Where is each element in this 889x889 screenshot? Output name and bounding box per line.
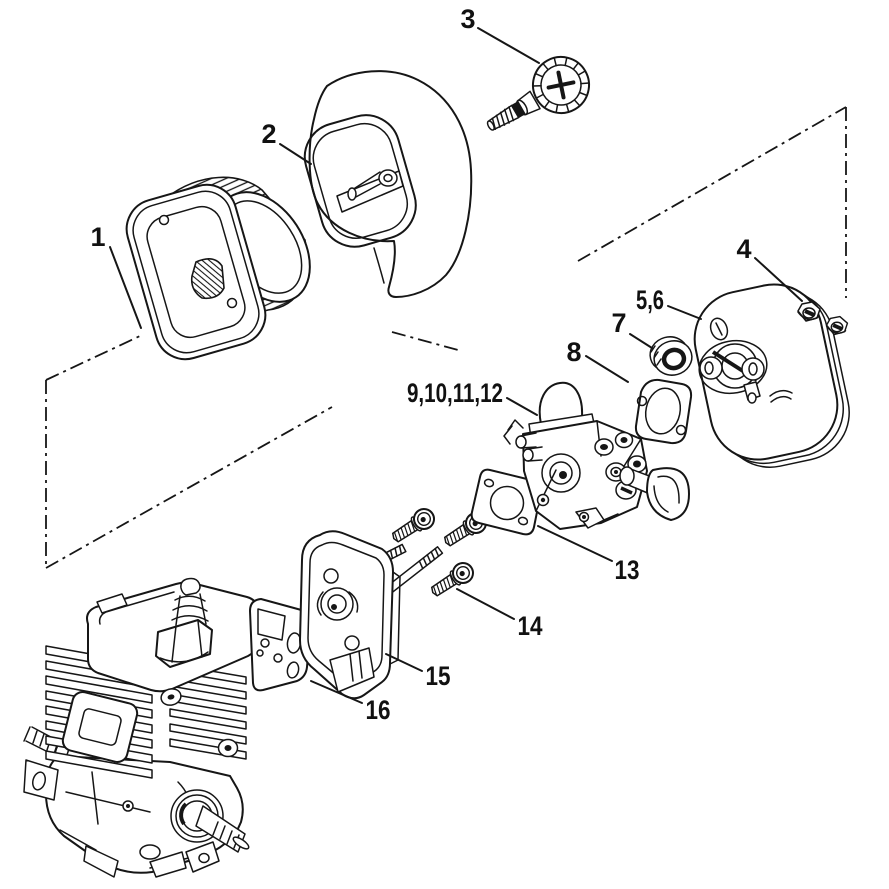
part-flange-nuts: [797, 301, 849, 336]
callout-label-14: 14: [518, 611, 543, 641]
callout-label-9-10-11-12: 9,10,11,12: [407, 378, 503, 408]
part-filter-base: [693, 283, 850, 468]
callout-label-5-6: 5,6: [636, 285, 664, 315]
callout-label-7: 7: [611, 308, 626, 338]
spark-plug: [155, 577, 213, 668]
part-plug-grommet: [649, 336, 693, 376]
part-carburetor: [503, 381, 690, 530]
part-air-filter-cover: [303, 70, 473, 298]
part-intake-manifold: [299, 530, 401, 700]
cylinder-assembly: [23, 577, 260, 878]
callout-8: 8: [566, 337, 629, 383]
callout-label-8: 8: [566, 337, 581, 367]
callout-label-4: 4: [736, 234, 751, 264]
callout-13: 13: [537, 525, 640, 585]
callout-14: 14: [456, 588, 543, 641]
phantom-lines: [45, 106, 847, 569]
callout-3: 3: [460, 4, 540, 64]
callout-label-2: 2: [261, 119, 276, 149]
callout-5-6: 5,6: [636, 285, 702, 320]
callout-label-13: 13: [615, 555, 640, 585]
part-filter-base-gasket: [634, 378, 693, 445]
callout-1: 1: [90, 222, 142, 329]
callout-2: 2: [261, 119, 312, 165]
callout-7: 7: [611, 308, 653, 349]
part-air-filter: [125, 176, 311, 361]
callout-4: 4: [736, 234, 803, 302]
callout-label-1: 1: [90, 222, 105, 252]
callout-15: 15: [385, 653, 451, 691]
part-cover-screw: [486, 56, 590, 131]
callout-9-10-11-12: 9,10,11,12: [407, 378, 538, 416]
callout-label-15: 15: [426, 661, 451, 691]
callout-label-16: 16: [366, 695, 391, 725]
callout-16: 16: [310, 680, 391, 725]
callouts: 1 2 3 4 5,6 7 8 9,10,11,12: [90, 4, 803, 725]
callout-label-3: 3: [460, 4, 475, 34]
